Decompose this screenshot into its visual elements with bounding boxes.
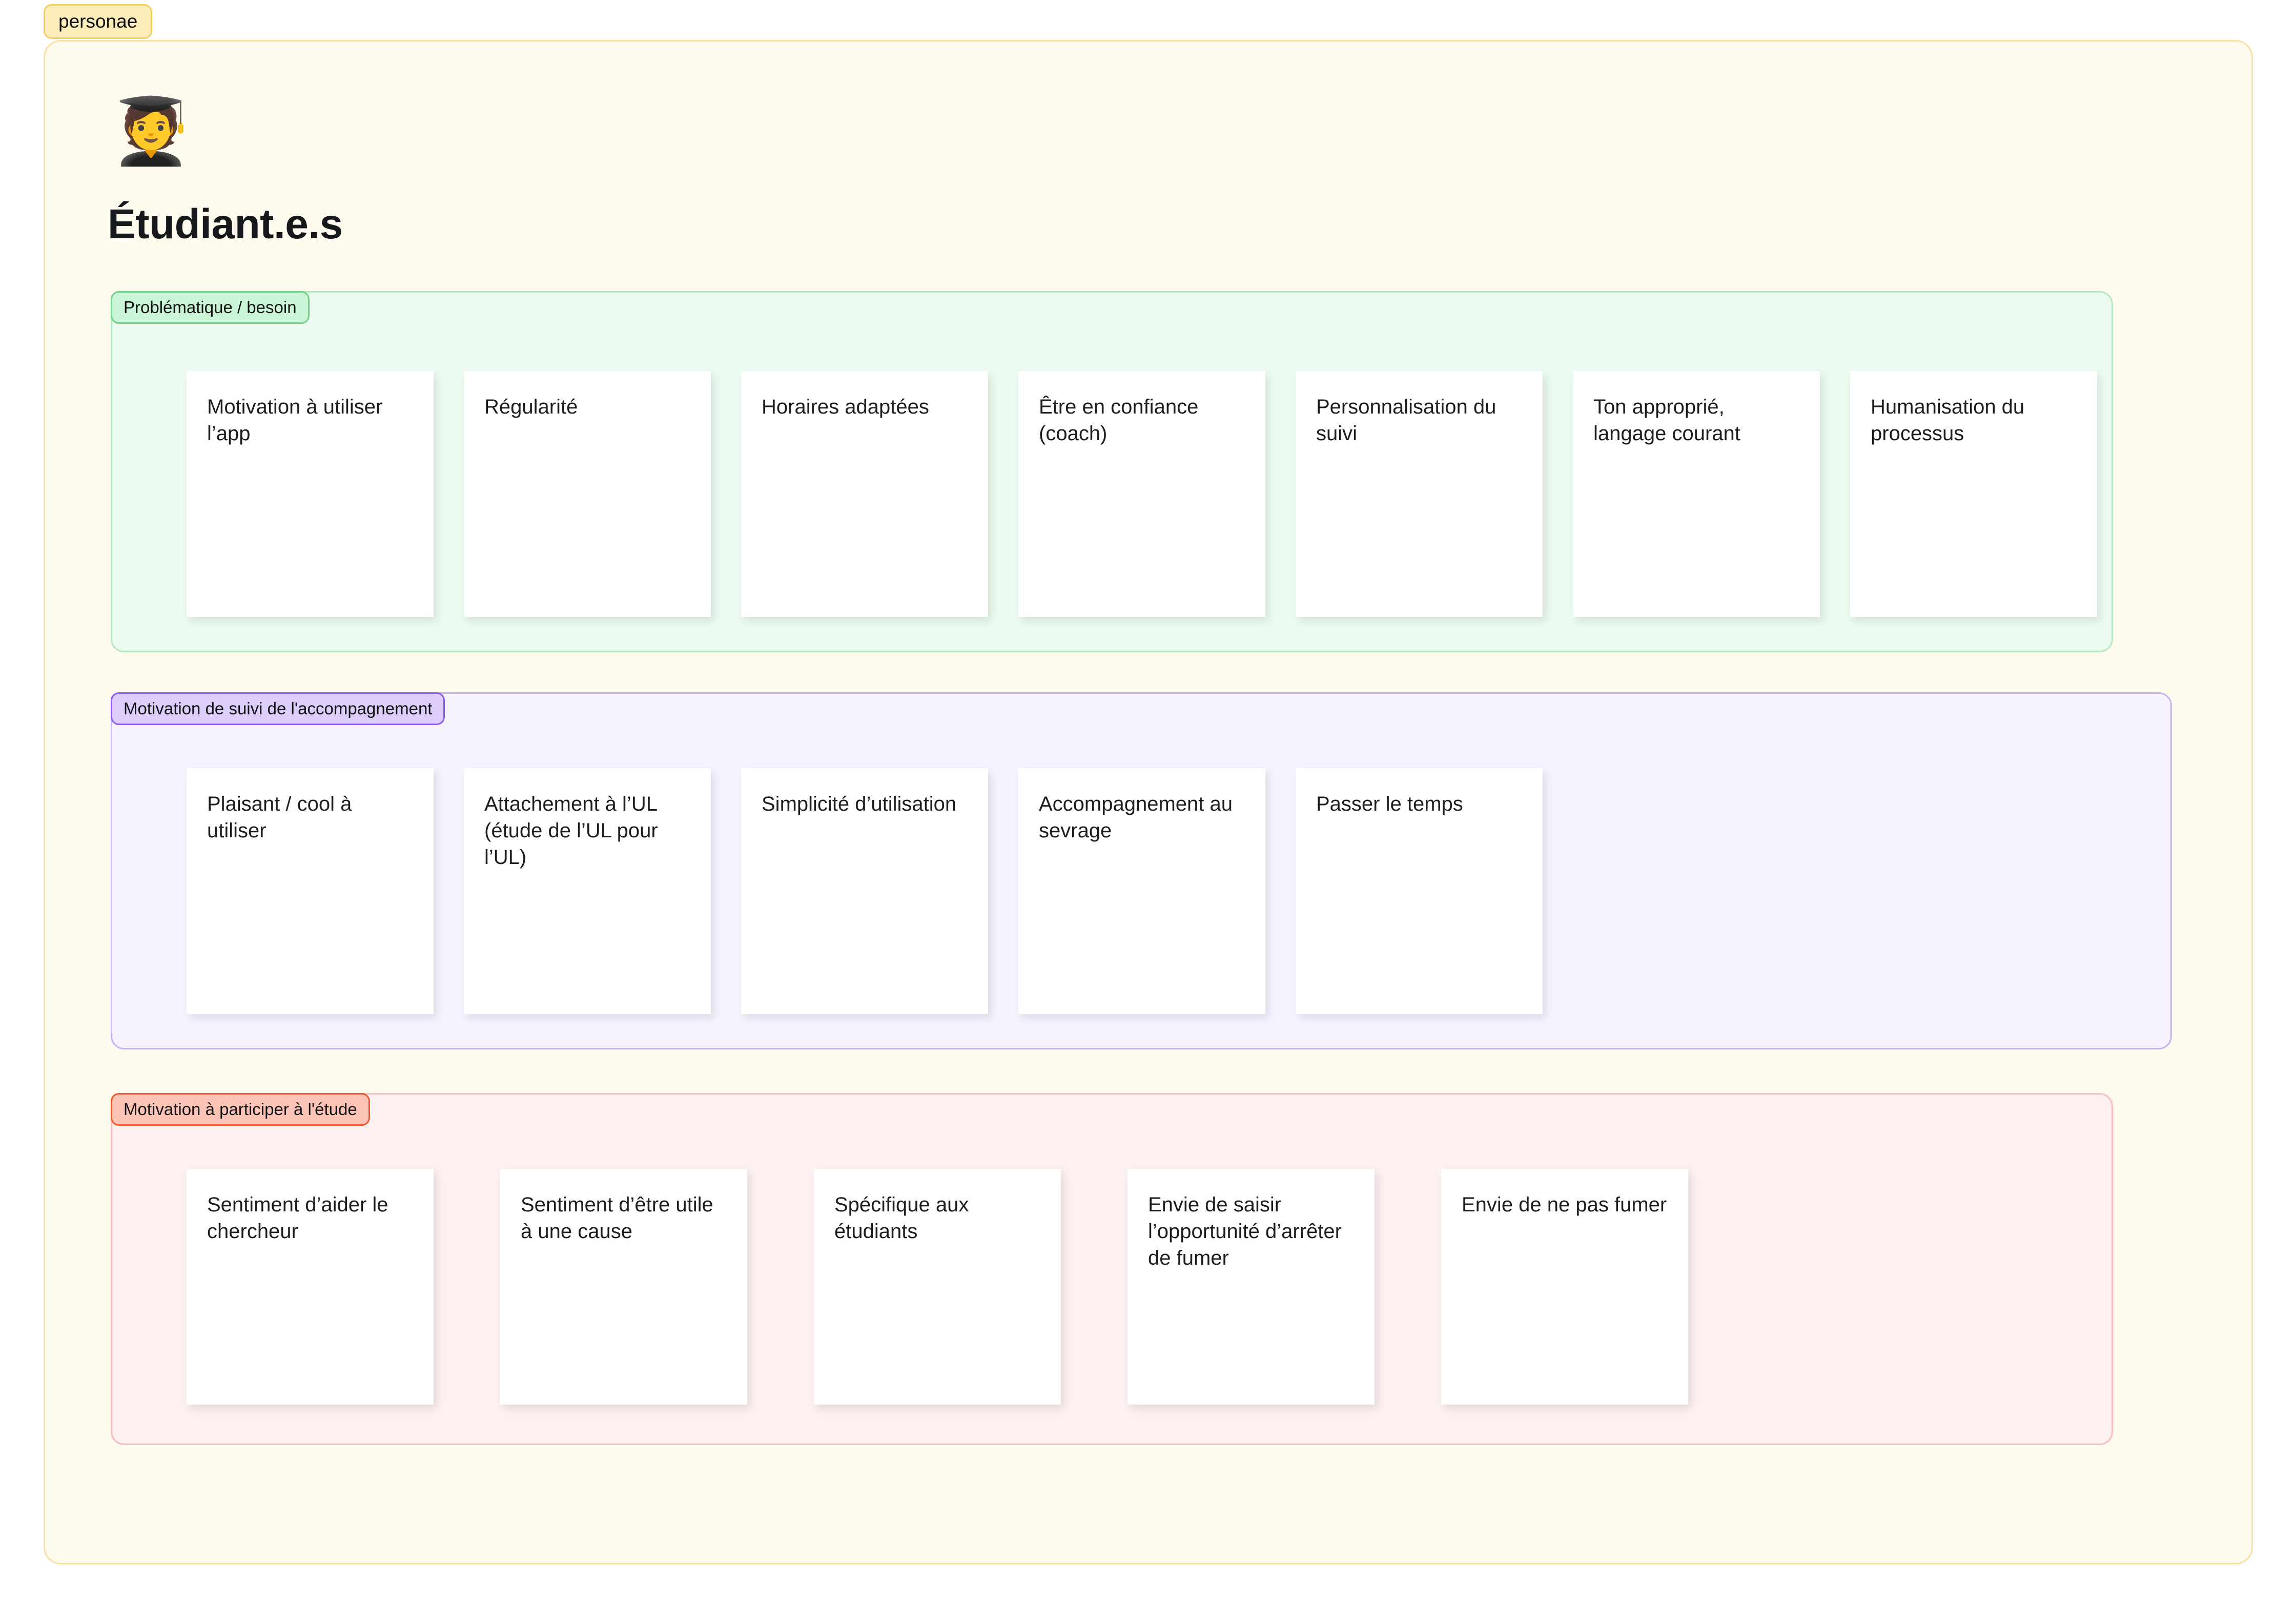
sticky-card-text: Ton approprié, langage courant (1593, 396, 1740, 445)
sticky-card-text: Personnalisation du suivi (1316, 396, 1496, 445)
sticky-card[interactable]: Passer le temps (1296, 768, 1543, 1014)
sticky-card-text: Sentiment d’être utile à une cause (521, 1193, 713, 1243)
sticky-card-text: Humanisation du processus (1871, 396, 2025, 445)
sticky-card-text: Plaisant / cool à utiliser (207, 793, 352, 842)
sticky-card[interactable]: Personnalisation du suivi (1296, 371, 1543, 617)
card-row-motivation-participer-etude: Sentiment d’aider le chercheur Sentiment … (187, 1169, 1688, 1405)
board-type-tag[interactable]: personae (44, 4, 153, 39)
sticky-card[interactable]: Spécifique aux étudiants (814, 1169, 1061, 1405)
sticky-card[interactable]: Être en confiance (coach) (1018, 371, 1265, 617)
section-label-problematique-besoin[interactable]: Problématique / besoin (111, 291, 310, 324)
sticky-card[interactable]: Attachement à l’UL (étude de l’UL pour l… (464, 768, 711, 1014)
sticky-card[interactable]: Sentiment d’être utile à une cause (500, 1169, 747, 1405)
sticky-card-text: Régularité (484, 396, 578, 418)
sticky-card[interactable]: Horaires adaptées (741, 371, 988, 617)
sticky-card[interactable]: Motivation à utiliser l’app (187, 371, 434, 617)
section-label-motivation-suivi-accompagnement[interactable]: Motivation de suivi de l'accompagnement (111, 692, 445, 725)
sticky-card-text: Envie de ne pas fumer (1462, 1193, 1667, 1216)
sticky-card-text: Motivation à utiliser l’app (207, 396, 383, 445)
card-row-motivation-suivi-accompagnement: Plaisant / cool à utiliser Attachement à … (187, 768, 1543, 1014)
sticky-card[interactable]: Régularité (464, 371, 711, 617)
sticky-card-text: Être en confiance (coach) (1039, 396, 1199, 445)
section-motivation-suivi-accompagnement[interactable]: Motivation de suivi de l'accompagnement … (111, 692, 2172, 1049)
sticky-card-text: Spécifique aux étudiants (834, 1193, 969, 1243)
section-problematique-besoin[interactable]: Problématique / besoin Motivation à util… (111, 291, 2113, 652)
sticky-card[interactable]: Humanisation du processus (1850, 371, 2097, 617)
persona-card-frame[interactable]: 🧑‍🎓 Étudiant.e.s Problématique / besoin … (44, 40, 2253, 1564)
sticky-card[interactable]: Ton approprié, langage courant (1573, 371, 1820, 617)
student-graduate-emoji: 🧑‍🎓 (111, 93, 191, 169)
sticky-card[interactable]: Plaisant / cool à utiliser (187, 768, 434, 1014)
sticky-card[interactable]: Sentiment d’aider le chercheur (187, 1169, 434, 1405)
section-label-motivation-participer-etude[interactable]: Motivation à participer à l'étude (111, 1093, 370, 1126)
sticky-card[interactable]: Envie de ne pas fumer (1441, 1169, 1688, 1405)
sticky-card[interactable]: Envie de saisir l’opportunité d’arrêter … (1128, 1169, 1375, 1405)
sticky-card-text: Envie de saisir l’opportunité d’arrêter … (1148, 1193, 1342, 1269)
card-row-problematique-besoin: Motivation à utiliser l’app Régularité Hor… (187, 371, 2097, 617)
sticky-card-text: Sentiment d’aider le chercheur (207, 1193, 388, 1243)
sticky-card-text: Simplicité d’utilisation (762, 793, 957, 815)
section-motivation-participer-etude[interactable]: Motivation à participer à l'étude Sentim… (111, 1093, 2113, 1445)
sticky-card[interactable]: Accompagnement au sevrage (1018, 768, 1265, 1014)
sticky-card-text: Horaires adaptées (762, 396, 929, 418)
sticky-card[interactable]: Simplicité d’utilisation (741, 768, 988, 1014)
sticky-card-text: Attachement à l’UL (étude de l’UL pour l… (484, 793, 658, 869)
sticky-card-text: Accompagnement au sevrage (1039, 793, 1233, 842)
sticky-card-text: Passer le temps (1316, 793, 1463, 815)
persona-title: Étudiant.e.s (108, 201, 343, 248)
